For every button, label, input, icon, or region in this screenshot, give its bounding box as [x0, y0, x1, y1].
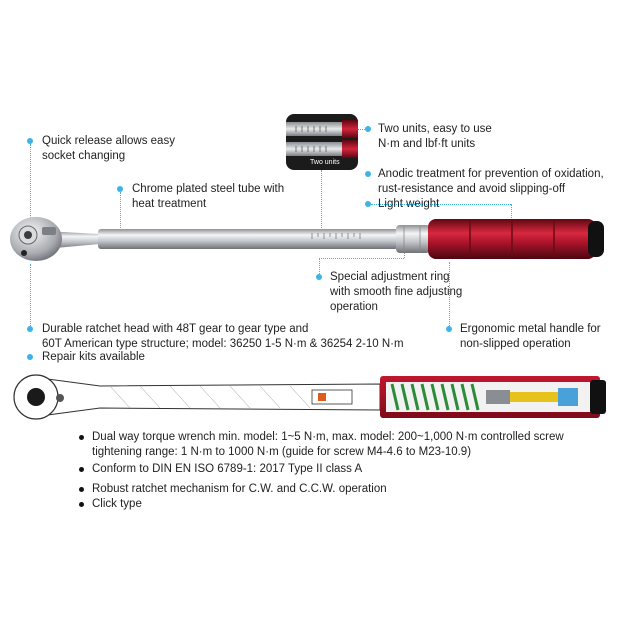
callout-light-weight: Light weight	[378, 198, 440, 210]
callout-line-adjust-ring-h	[319, 258, 404, 259]
cutaway-section-image	[13, 374, 606, 420]
callout-line-inset-down	[321, 170, 322, 232]
scale-closeup-image	[286, 120, 358, 158]
callout-line-light-weight	[371, 204, 511, 205]
callout-handle: Ergonomic metal handle for non-slipped o…	[460, 323, 601, 350]
callout-dot-quick-release	[27, 138, 33, 144]
feature-item-din-conform: Conform to DIN EN ISO 6789-1: 2017 Type …	[79, 462, 612, 477]
callout-two-units: Two units, easy to use N·m and lbf·ft un…	[378, 123, 492, 150]
feature-item-click-type: Click type	[79, 497, 612, 512]
scale-closeup-inset: Two units	[286, 114, 358, 170]
torque-wrench-product-image	[10, 217, 604, 261]
feature-item-ratchet-mechanism: Robust ratchet mechanism for C.W. and C.…	[79, 482, 612, 497]
callout-line-two-units	[358, 129, 365, 130]
feature-item-torque-range: Dual way torque wrench min. model: 1~5 N…	[79, 430, 612, 460]
callout-dot-adjust-ring	[316, 274, 322, 280]
callout-chrome-tube: Chrome plated steel tube with heat treat…	[132, 183, 285, 210]
callout-dot-light-weight	[365, 201, 371, 207]
callout-dot-ratchet-head	[27, 326, 33, 332]
callout-dot-anodic	[365, 171, 371, 177]
callout-adjust-ring: Special adjustment ring with smooth fine…	[330, 271, 463, 313]
callout-line-light-weight-down	[511, 204, 512, 230]
callout-line-chrome-tube	[120, 192, 121, 234]
callout-repair-kits: Repair kits available	[42, 351, 145, 363]
callout-dot-handle	[446, 326, 452, 332]
callout-ratchet-head: Durable ratchet head with 48T gear to ge…	[42, 323, 404, 350]
callout-line-quick-release	[30, 144, 31, 228]
inset-label: Two units	[310, 159, 340, 166]
callout-line-handle	[449, 262, 450, 326]
callout-anodic: Anodic treatment for prevention of oxida…	[378, 168, 604, 195]
callout-dot-repair-kits	[27, 354, 33, 360]
callout-line-adjust-ring	[319, 258, 320, 274]
callout-quick-release: Quick release allows easy socket changin…	[42, 135, 175, 162]
callout-dot-chrome-tube	[117, 186, 123, 192]
callout-dot-two-units	[365, 126, 371, 132]
callout-line-ratchet-head	[30, 264, 31, 326]
